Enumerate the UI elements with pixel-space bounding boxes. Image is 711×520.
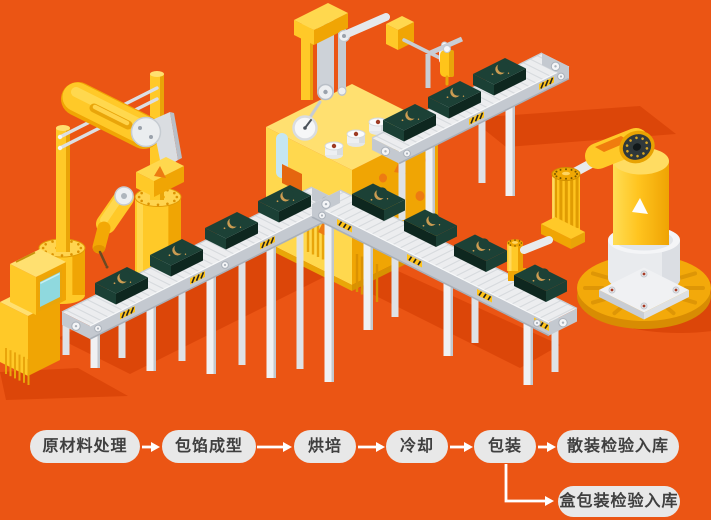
conveyor-upper xyxy=(371,36,570,233)
joint-gear-icon xyxy=(619,130,655,164)
flow-step-packing: 包装 xyxy=(474,430,536,463)
tower-lift xyxy=(292,3,450,141)
conveyor-infeed xyxy=(61,185,341,382)
flow-step-raw-material: 原材料处理 xyxy=(30,430,140,463)
conveyor-outfeed xyxy=(311,183,578,385)
robotic-arm-left xyxy=(38,71,184,304)
flow-step-filling-forming: 包馅成型 xyxy=(162,430,256,463)
oven-valves xyxy=(324,117,388,159)
flow-step-baking: 烘培 xyxy=(294,430,356,463)
packing-robot-station xyxy=(520,128,711,329)
flow-step-cooling: 冷却 xyxy=(386,430,448,463)
flow-step-box-inspection: 盒包装检验入库 xyxy=(558,486,680,517)
flow-step-bulk-inspection: 散装检验入库 xyxy=(557,430,679,463)
flow-arrows xyxy=(142,442,556,506)
control-terminal xyxy=(0,249,66,385)
